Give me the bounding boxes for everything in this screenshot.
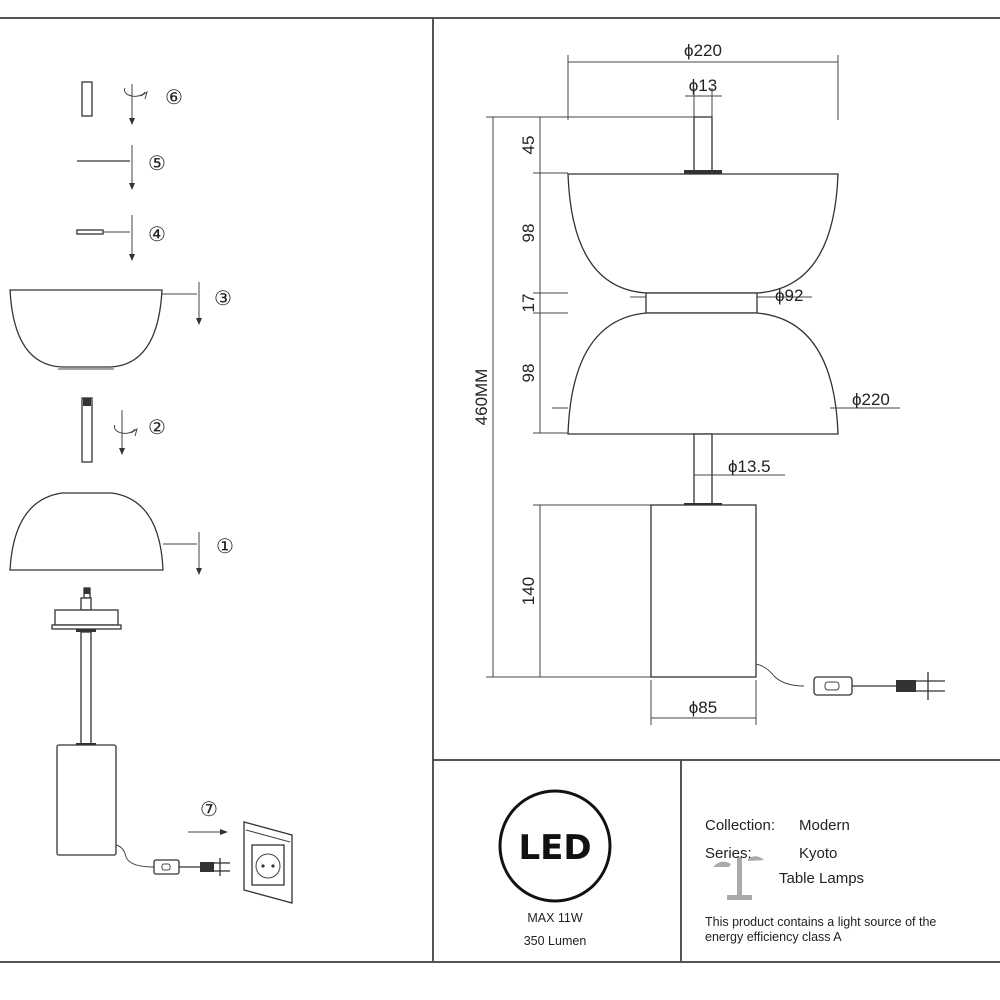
step-number: ⑦ — [200, 797, 218, 821]
dim-neck-height: 17 — [519, 294, 538, 313]
step-2: ② — [81, 397, 166, 463]
step-1: ① — [9, 492, 234, 575]
step-number: ⑤ — [148, 151, 166, 175]
energy-note: This product contains a light source of … — [705, 915, 936, 929]
step-6: ⑥ — [81, 81, 183, 125]
energy-note: energy efficiency class A — [705, 930, 842, 944]
dim-rod-top-diameter: ϕ13 — [689, 76, 717, 95]
dim-base-diameter: ϕ85 — [689, 698, 717, 717]
collection-label: Collection: — [705, 817, 775, 834]
step-number: ⑥ — [165, 85, 183, 109]
led-panel: LED MAX 11W 350 Lumen — [498, 789, 612, 948]
dimension-drawing: ϕ220 ϕ13 45 98 17 98 460MM ϕ92 ϕ220 ϕ13.… — [472, 41, 945, 725]
dim-shade-bottom-diameter: ϕ220 — [852, 390, 890, 409]
collection-value: Modern — [799, 817, 850, 834]
step-5: ⑤ — [77, 145, 166, 190]
dim-neck-diameter: ϕ92 — [775, 286, 803, 305]
dim-rod-bottom-diameter: ϕ13.5 — [728, 457, 771, 476]
dim-base-height: 140 — [519, 577, 538, 605]
lamp-outline — [567, 116, 945, 700]
table-lamp-icon — [713, 856, 764, 900]
led-logo-circle — [498, 789, 612, 903]
dimension-lines — [486, 55, 900, 725]
dim-lower-shade-height: 98 — [519, 364, 538, 383]
series-value: Kyoto — [799, 845, 837, 862]
max-power: MAX 11W — [527, 911, 583, 925]
info-panel: Collection: Modern Series: Kyoto Table L… — [705, 817, 936, 944]
step-number: ③ — [214, 286, 232, 310]
step-number: ① — [216, 534, 234, 558]
lamp-base-assembly — [51, 587, 230, 876]
lumen-output: 350 Lumen — [524, 934, 587, 948]
dim-shade-top-diameter: ϕ220 — [684, 41, 722, 60]
dim-total-height: 460MM — [472, 369, 491, 426]
step-4: ④ — [76, 215, 166, 261]
step-number: ② — [148, 415, 166, 439]
series-label: Series: — [705, 845, 752, 862]
step-number: ④ — [148, 222, 166, 246]
step-3: ③ — [9, 282, 232, 370]
product-category: Table Lamps — [779, 870, 864, 887]
dim-rod-top-height: 45 — [519, 136, 538, 155]
led-logo: LED — [518, 828, 591, 868]
dim-upper-shade-height: 98 — [519, 224, 538, 243]
sheet-frame — [0, 17, 1000, 963]
assembly-diagram: ⑥ ⑤ ④ ③ ② — [9, 81, 293, 904]
step-7: ⑦ — [188, 797, 293, 904]
